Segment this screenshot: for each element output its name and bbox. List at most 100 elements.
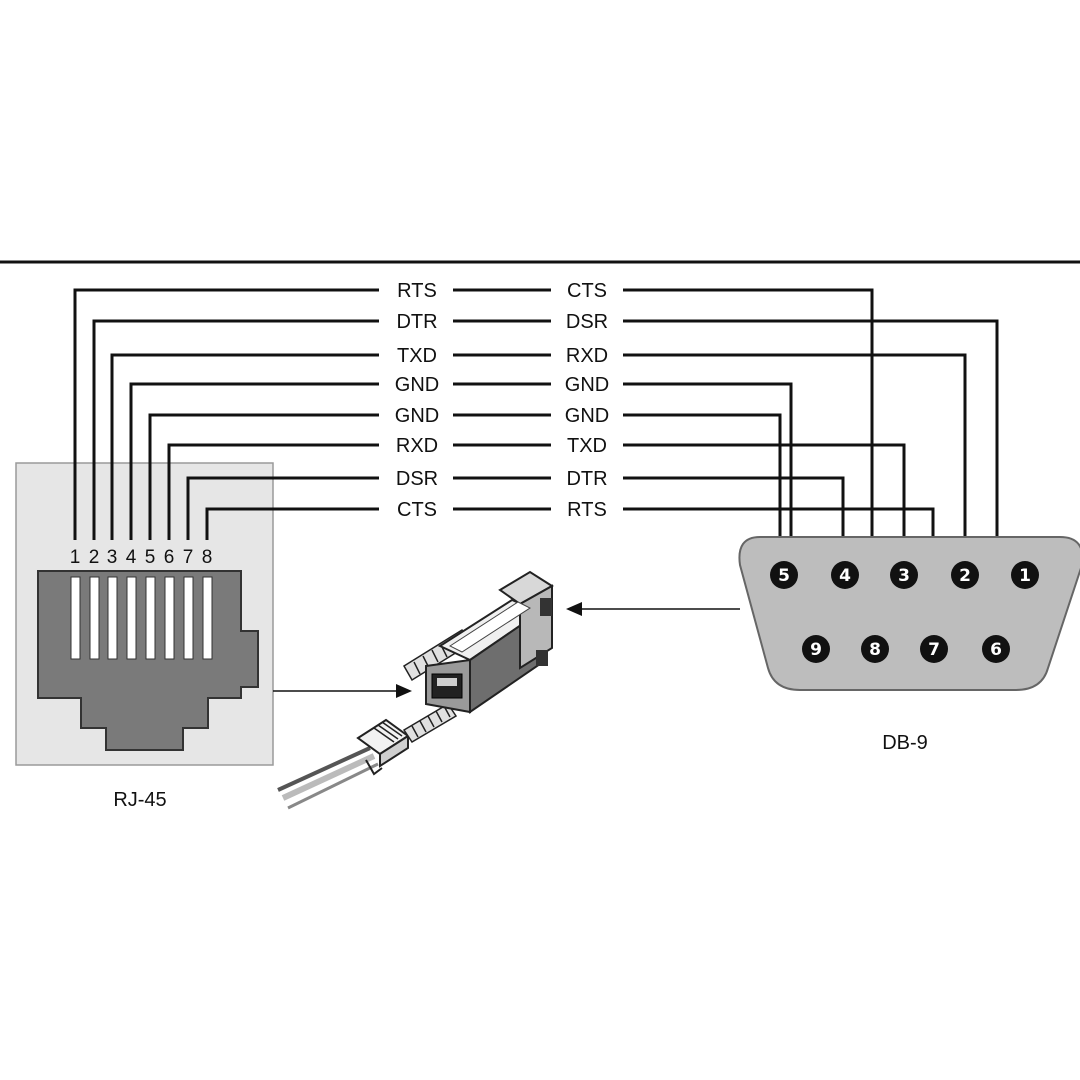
cable: [277, 746, 371, 792]
wire-left-segment: [129, 382, 379, 540]
wire-right-segment: [623, 288, 874, 635]
screw-thread: [413, 661, 421, 675]
plug-side: [379, 734, 409, 768]
db9-signal-label: CTS: [567, 280, 607, 302]
arrow-db9-to-adapter: [566, 602, 740, 616]
screw-thread: [411, 725, 419, 738]
db9-pin: 5: [770, 561, 798, 589]
rj45-plug: [356, 718, 410, 776]
db9-pin-dot: [861, 635, 889, 663]
rj45-pin-number: 1: [70, 547, 81, 568]
db9-pin: 7: [920, 635, 948, 663]
plug-latch: [365, 759, 383, 776]
db9-signal-label: RXD: [566, 345, 608, 367]
db9-pin: 8: [861, 635, 889, 663]
db9-pin-number: 5: [778, 566, 790, 586]
rj45-pin-number: 3: [107, 547, 118, 568]
plug-contact: [381, 721, 403, 737]
rj45-signal-label: GND: [395, 405, 439, 427]
db9-pin-dot: [982, 635, 1010, 663]
adapter-shell: [425, 570, 554, 714]
db9-shell: [738, 536, 1080, 691]
db9-pin-dot: [890, 561, 918, 589]
db9-pin: 1: [1011, 561, 1039, 589]
wire: DSR DTR: [186, 468, 845, 561]
wire-left-segment: [92, 319, 379, 540]
db9-pin-number: 6: [990, 640, 1002, 660]
shell-highlight: [448, 601, 532, 653]
db9-pin-number: 8: [869, 640, 881, 660]
wire-right-segment: [623, 353, 967, 561]
wire-right-segment: [623, 382, 793, 561]
db9-pin-dot: [951, 561, 979, 589]
db9-pin-number: 1: [1019, 566, 1031, 586]
db9-pin: 9: [802, 635, 830, 663]
rj45-pin-number: 4: [126, 547, 137, 568]
rj45-contact: [164, 576, 175, 660]
db9-pin-number: 7: [928, 640, 940, 660]
db9-pin-number: 9: [810, 640, 822, 660]
wire-right-segment: [623, 443, 906, 561]
db9-signal-label: GND: [565, 405, 609, 427]
db9-pin-number: 2: [959, 566, 971, 586]
rj45-pin-number: 2: [89, 547, 100, 568]
screw-thread: [419, 720, 427, 733]
arrow-rj45-to-adapter: [273, 684, 412, 698]
db9-pin: 6: [982, 635, 1010, 663]
rj45-contact: [107, 576, 118, 660]
db9-signal-label: RTS: [567, 499, 607, 521]
db9-pin-number: 4: [839, 566, 851, 586]
wire-right-segment: [623, 319, 999, 635]
screw-shaft: [402, 702, 458, 744]
screw-thread: [435, 710, 443, 723]
wire-left-segment: [73, 288, 379, 540]
rj45-pin-number: 6: [164, 547, 175, 568]
db9-pin-dot: [1011, 561, 1039, 589]
arrow-head: [566, 602, 582, 616]
rj45-pin-number: 8: [202, 547, 213, 568]
rj45-contact: [89, 576, 100, 660]
db9-connector: 1 2 3 4 5 6 7 8 9: [738, 536, 1080, 691]
db9-pin-number: 3: [898, 566, 910, 586]
db9-pin-dot: [802, 635, 830, 663]
wire-left-segment: [186, 476, 379, 540]
db9-pin-dot: [831, 561, 859, 589]
wire-left-segment: [110, 353, 379, 540]
db9-caption: DB-9: [882, 732, 928, 754]
wire: DTR DSR: [92, 311, 999, 635]
rj45-pin-number: 7: [183, 547, 194, 568]
db9-pin-dot: [770, 561, 798, 589]
rj45-contact: [70, 576, 81, 660]
db9-pin: 2: [951, 561, 979, 589]
wire: GND GND: [129, 374, 793, 561]
cable-edge: [281, 753, 376, 801]
wire-left-segment: [148, 413, 379, 540]
db9-signal-label: GND: [565, 374, 609, 396]
plug-contact: [373, 727, 395, 743]
plug-contact: [377, 724, 399, 740]
arrow-head: [396, 684, 412, 698]
lower-screw: [402, 702, 458, 744]
rj45-contact: [126, 576, 137, 660]
wire: RTS CTS: [73, 280, 874, 635]
adapter-illustration: [277, 570, 554, 810]
rj45-signal-label: DSR: [396, 468, 438, 490]
cable-edge: [287, 762, 379, 810]
rj45-contacts: [70, 576, 213, 660]
rj45-signal-label: DTR: [396, 311, 437, 333]
db9-signal-label: DTR: [566, 468, 607, 490]
rj45-signal-label: CTS: [397, 499, 437, 521]
wire-right-segment: [623, 413, 782, 561]
rj45-contact: [145, 576, 156, 660]
wire-right-segment: [623, 476, 845, 561]
rj45-contact: [183, 576, 194, 660]
db9-pin: 3: [890, 561, 918, 589]
db9-pin: 4: [831, 561, 859, 589]
db9-end-clip: [536, 650, 548, 666]
